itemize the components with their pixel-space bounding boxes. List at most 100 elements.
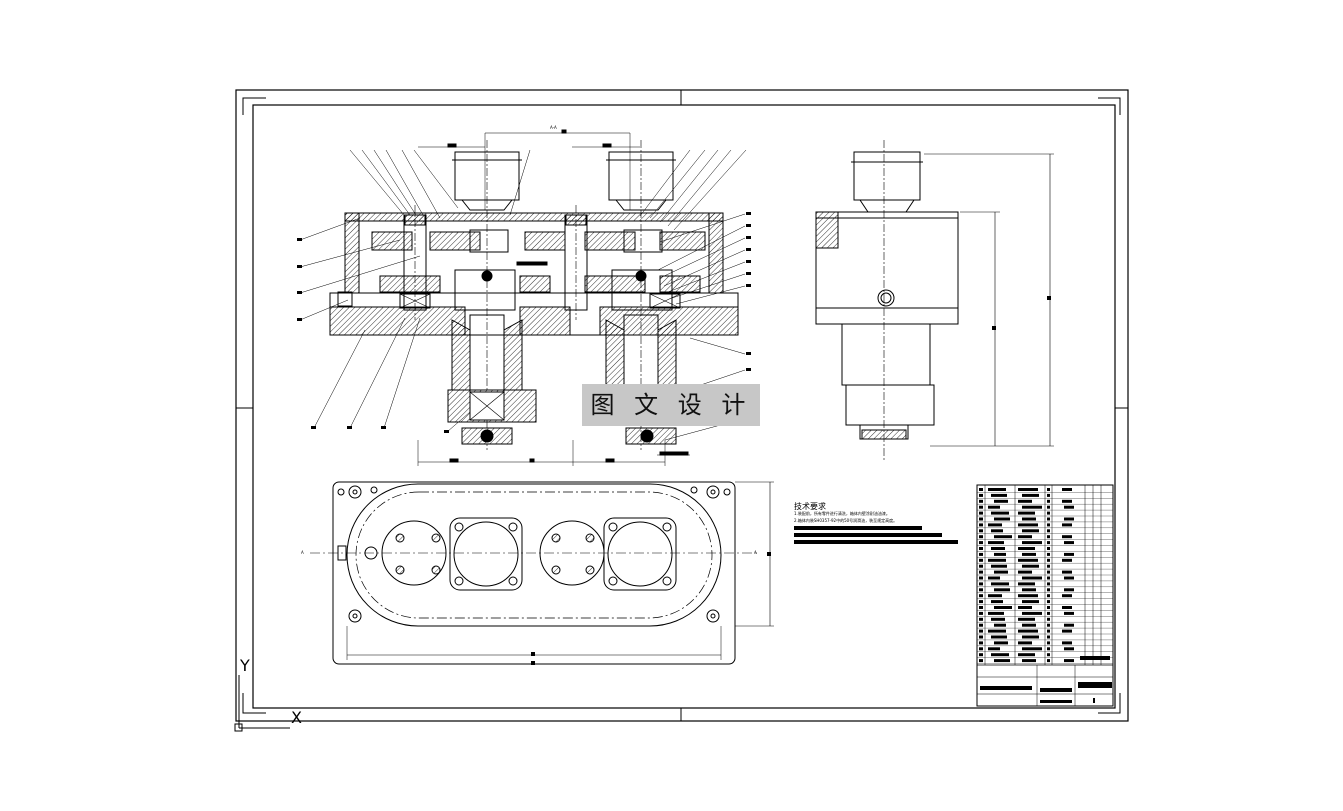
bom-cell bbox=[1047, 582, 1050, 586]
section-marker-right: A bbox=[754, 550, 757, 555]
bom-cell bbox=[979, 541, 983, 545]
tech-req-line bbox=[794, 540, 958, 544]
bom-cell bbox=[988, 647, 1000, 651]
bom-cell bbox=[991, 600, 1003, 604]
bom-cell bbox=[1062, 488, 1072, 491]
bom-cell bbox=[979, 629, 983, 633]
bom-cell bbox=[1018, 582, 1035, 586]
bom-cell bbox=[979, 594, 983, 598]
bom-cell bbox=[979, 488, 983, 491]
bom-cell bbox=[1047, 617, 1050, 621]
bom-cell bbox=[1022, 647, 1042, 651]
bom-cell bbox=[1062, 558, 1072, 562]
bom-cell bbox=[1047, 558, 1050, 562]
bom-cell bbox=[979, 558, 983, 562]
bom-cell bbox=[1047, 488, 1050, 491]
technical-requirements-title: 技术要求 bbox=[794, 502, 826, 511]
bom-cell bbox=[979, 588, 983, 592]
bom-cell bbox=[979, 635, 983, 639]
ucs-y-label: Y bbox=[240, 656, 250, 675]
bom-cell bbox=[1022, 659, 1036, 663]
bom-cell bbox=[994, 588, 1010, 592]
bom-cell bbox=[1047, 629, 1050, 633]
bom-cell bbox=[979, 499, 983, 503]
bom-cell bbox=[991, 511, 1009, 515]
bom-cell bbox=[1018, 629, 1038, 633]
bom-cell bbox=[979, 493, 983, 497]
bom-cell bbox=[1022, 576, 1042, 580]
bom-cell bbox=[979, 564, 983, 568]
bom-cell bbox=[991, 635, 1007, 639]
bom-cell bbox=[1047, 505, 1050, 509]
bolt-hole bbox=[337, 485, 731, 623]
bom-cell bbox=[991, 617, 1005, 621]
bom-cell bbox=[1047, 576, 1050, 580]
bom-cell bbox=[979, 523, 983, 527]
bom-cell bbox=[988, 611, 1004, 615]
bom-cell bbox=[1018, 558, 1038, 562]
bom-cell bbox=[988, 629, 1006, 633]
bom-cell bbox=[1018, 523, 1038, 527]
bom-cell bbox=[1022, 623, 1036, 627]
bom-cell bbox=[1018, 641, 1032, 645]
bom-cell bbox=[1047, 570, 1050, 574]
bom-cell bbox=[1064, 541, 1074, 545]
bom-cell bbox=[1062, 499, 1072, 503]
bom-cell bbox=[991, 547, 1005, 550]
bom-cell bbox=[979, 511, 983, 515]
outer-frame bbox=[235, 89, 1129, 722]
bom-cell bbox=[994, 570, 1008, 574]
bom-cell bbox=[1022, 517, 1036, 521]
tech-req-line bbox=[794, 526, 922, 530]
side-view bbox=[815, 140, 1054, 460]
bom-cell bbox=[979, 617, 983, 621]
bom-cell bbox=[1062, 641, 1072, 645]
bom-cell bbox=[1022, 600, 1039, 604]
technical-requirements-line-1: 1.装配前，所有零件进行清洗，箱体内壁涂耐油油漆。 bbox=[794, 511, 890, 516]
bom-cell bbox=[988, 558, 1006, 562]
bom-cell bbox=[1047, 499, 1050, 503]
bom-cell bbox=[1047, 594, 1050, 598]
bom-cell bbox=[1022, 564, 1039, 568]
section-marker-left: A bbox=[301, 550, 304, 555]
bom-cell bbox=[1022, 611, 1042, 615]
bom-cell bbox=[1022, 505, 1042, 509]
bom-cell bbox=[1022, 493, 1039, 497]
ucs-x-label: X bbox=[291, 708, 302, 727]
bom-cell bbox=[994, 641, 1008, 645]
bom-cell bbox=[994, 659, 1010, 663]
bom-cell bbox=[979, 600, 983, 604]
bom-rows bbox=[977, 488, 1113, 664]
bom-cell bbox=[1047, 635, 1050, 639]
section-label: A-A bbox=[550, 125, 557, 130]
bom-cell bbox=[994, 517, 1010, 521]
bom-cell bbox=[1018, 499, 1032, 503]
bom-cell bbox=[979, 535, 983, 539]
bom-cell bbox=[1064, 517, 1074, 521]
bom-cell bbox=[1062, 606, 1072, 609]
bom-cell bbox=[1022, 588, 1036, 592]
bom-cell bbox=[979, 570, 983, 574]
bom-cell bbox=[1062, 570, 1072, 574]
bom-cell bbox=[1047, 600, 1050, 604]
bom-cell bbox=[1018, 511, 1035, 515]
bom-cell bbox=[1018, 617, 1035, 621]
bom-cell bbox=[988, 541, 1004, 545]
watermark: 图 文 设 计 bbox=[582, 384, 760, 426]
bom-cell bbox=[1047, 641, 1050, 645]
bom-cell bbox=[1018, 547, 1035, 550]
bom-cell bbox=[1018, 535, 1032, 539]
bom-cell bbox=[1047, 511, 1050, 515]
bom-cell bbox=[979, 623, 983, 627]
bom-cell bbox=[1064, 611, 1074, 615]
bom-cell bbox=[1064, 588, 1074, 592]
bom-cell bbox=[979, 517, 983, 521]
bom-cell bbox=[1047, 547, 1050, 550]
bom-cell bbox=[994, 499, 1008, 503]
bom-cell bbox=[1047, 517, 1050, 521]
bom-cell bbox=[1064, 552, 1074, 556]
tech-req-line bbox=[794, 533, 942, 537]
bom-cell bbox=[994, 535, 1012, 539]
title-block-fills bbox=[980, 656, 1112, 703]
